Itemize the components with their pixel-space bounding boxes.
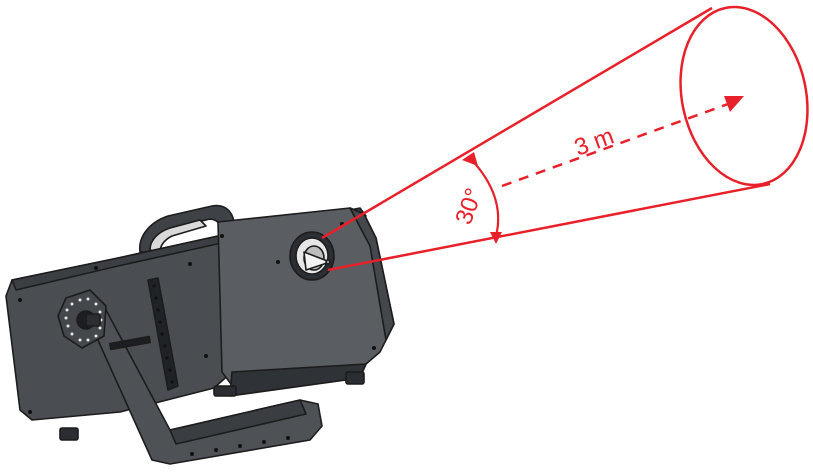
distance-dashed-line bbox=[501, 102, 729, 188]
angle-indicator bbox=[462, 152, 502, 244]
angle-arrow-bottom bbox=[490, 232, 502, 244]
distance-arrowhead bbox=[724, 96, 744, 112]
bracket-holes bbox=[190, 436, 290, 456]
angle-arrow-top bbox=[462, 152, 478, 166]
cone-end-ellipse bbox=[679, 5, 809, 187]
distance-indicator bbox=[501, 96, 744, 188]
fog-machine bbox=[5, 204, 395, 465]
spray-cone bbox=[321, 5, 809, 272]
foot bbox=[59, 427, 79, 441]
distance-label: 3 m bbox=[571, 123, 618, 162]
angle-label: 30° bbox=[450, 185, 488, 228]
mounting-bracket bbox=[87, 309, 323, 465]
cone-edge-lower bbox=[327, 182, 771, 272]
cone-edge-upper bbox=[321, 6, 713, 240]
angle-arc bbox=[469, 157, 500, 237]
nozzle bbox=[289, 231, 335, 281]
bracket-inner bbox=[169, 399, 307, 445]
tilt-knob-grip bbox=[85, 313, 101, 327]
vent-holes bbox=[152, 284, 174, 384]
foot bbox=[345, 371, 365, 385]
bracket-slot bbox=[108, 335, 152, 351]
foot bbox=[213, 385, 237, 397]
knob-plate-dots bbox=[64, 297, 103, 342]
